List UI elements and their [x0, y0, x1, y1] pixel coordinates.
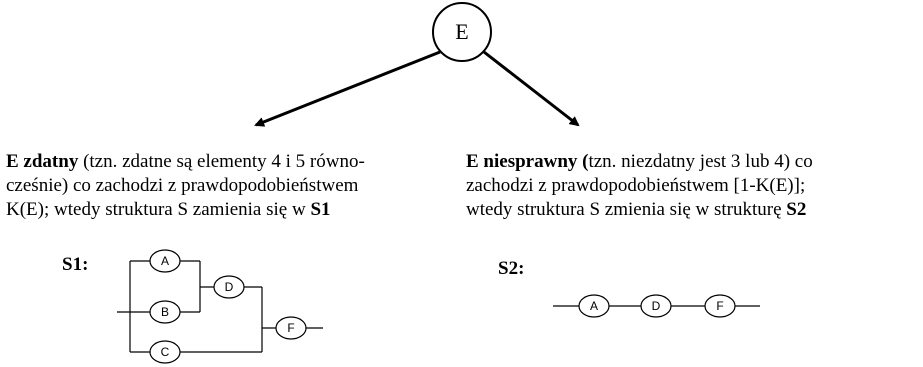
s1-node-d — [213, 275, 245, 299]
right-bold-heading: E niesprawny ( — [466, 151, 589, 172]
s2-node-a-label: A — [590, 299, 598, 313]
s1-node-b-label: B — [161, 305, 169, 319]
left-line-3-text: K(E); wtedy struktura S zamienia się w — [6, 199, 311, 220]
s2-diagram — [553, 294, 760, 318]
left-line-2: cześnie) co zachodzi z prawdopodobieństw… — [6, 175, 359, 196]
left-line-1: E zdatny (tzn. zdatne są elementy 4 i 5 … — [6, 150, 450, 174]
s1-label: S1: — [62, 254, 89, 275]
s1-node-b — [149, 300, 181, 324]
right-line-1-text: tzn. niezdatny jest 3 lub 4) co — [588, 151, 813, 172]
s1-node-a — [149, 249, 181, 273]
s2-label: S2: — [498, 258, 525, 279]
left-line-3: K(E); wtedy struktura S zamienia się w S… — [6, 198, 450, 222]
right-line-1: E niesprawny (tzn. niezdatny jest 3 lub … — [466, 150, 920, 174]
root-node-label: E — [455, 19, 469, 44]
s1-node-c — [149, 340, 181, 364]
s2-node-f-label: F — [716, 299, 723, 313]
s1-node-f-label: F — [287, 321, 294, 335]
s1-diagram — [117, 249, 323, 364]
root-node-e: E — [432, 2, 492, 62]
s2-node-d-label: D — [652, 299, 661, 313]
arrow-left — [254, 50, 441, 127]
s1-wires — [117, 260, 323, 353]
right-line-3: wtedy struktura S zmienia się w struktur… — [466, 198, 920, 222]
s1-node-labels: A B C D F — [161, 254, 295, 359]
right-line-3-text: wtedy struktura S zmienia się w struktur… — [466, 199, 787, 220]
left-s1-ref: S1 — [310, 199, 331, 220]
s1-node-c-label: C — [161, 345, 170, 359]
s2-node-a — [578, 294, 610, 318]
left-line-1-text: (tzn. zdatne są elementy 4 i 5 równo- — [78, 151, 365, 172]
right-branch-text: E niesprawny (tzn. niezdatny jest 3 lub … — [466, 150, 920, 222]
left-branch-text: E zdatny (tzn. zdatne są elementy 4 i 5 … — [6, 150, 450, 222]
s1-node-d-label: D — [225, 280, 234, 294]
right-line-2: zachodzi z prawdopodobieństwem [1-K(E)]; — [466, 175, 806, 196]
left-bold-heading: E zdatny — [6, 151, 79, 172]
arrow-right — [483, 50, 580, 127]
s2-node-d — [640, 294, 672, 318]
right-s2-ref: S2 — [786, 199, 807, 220]
s2-node-labels: A D F — [590, 299, 724, 313]
s2-node-f — [704, 294, 736, 318]
s1-node-a-label: A — [161, 254, 169, 268]
s1-node-f — [275, 316, 307, 340]
